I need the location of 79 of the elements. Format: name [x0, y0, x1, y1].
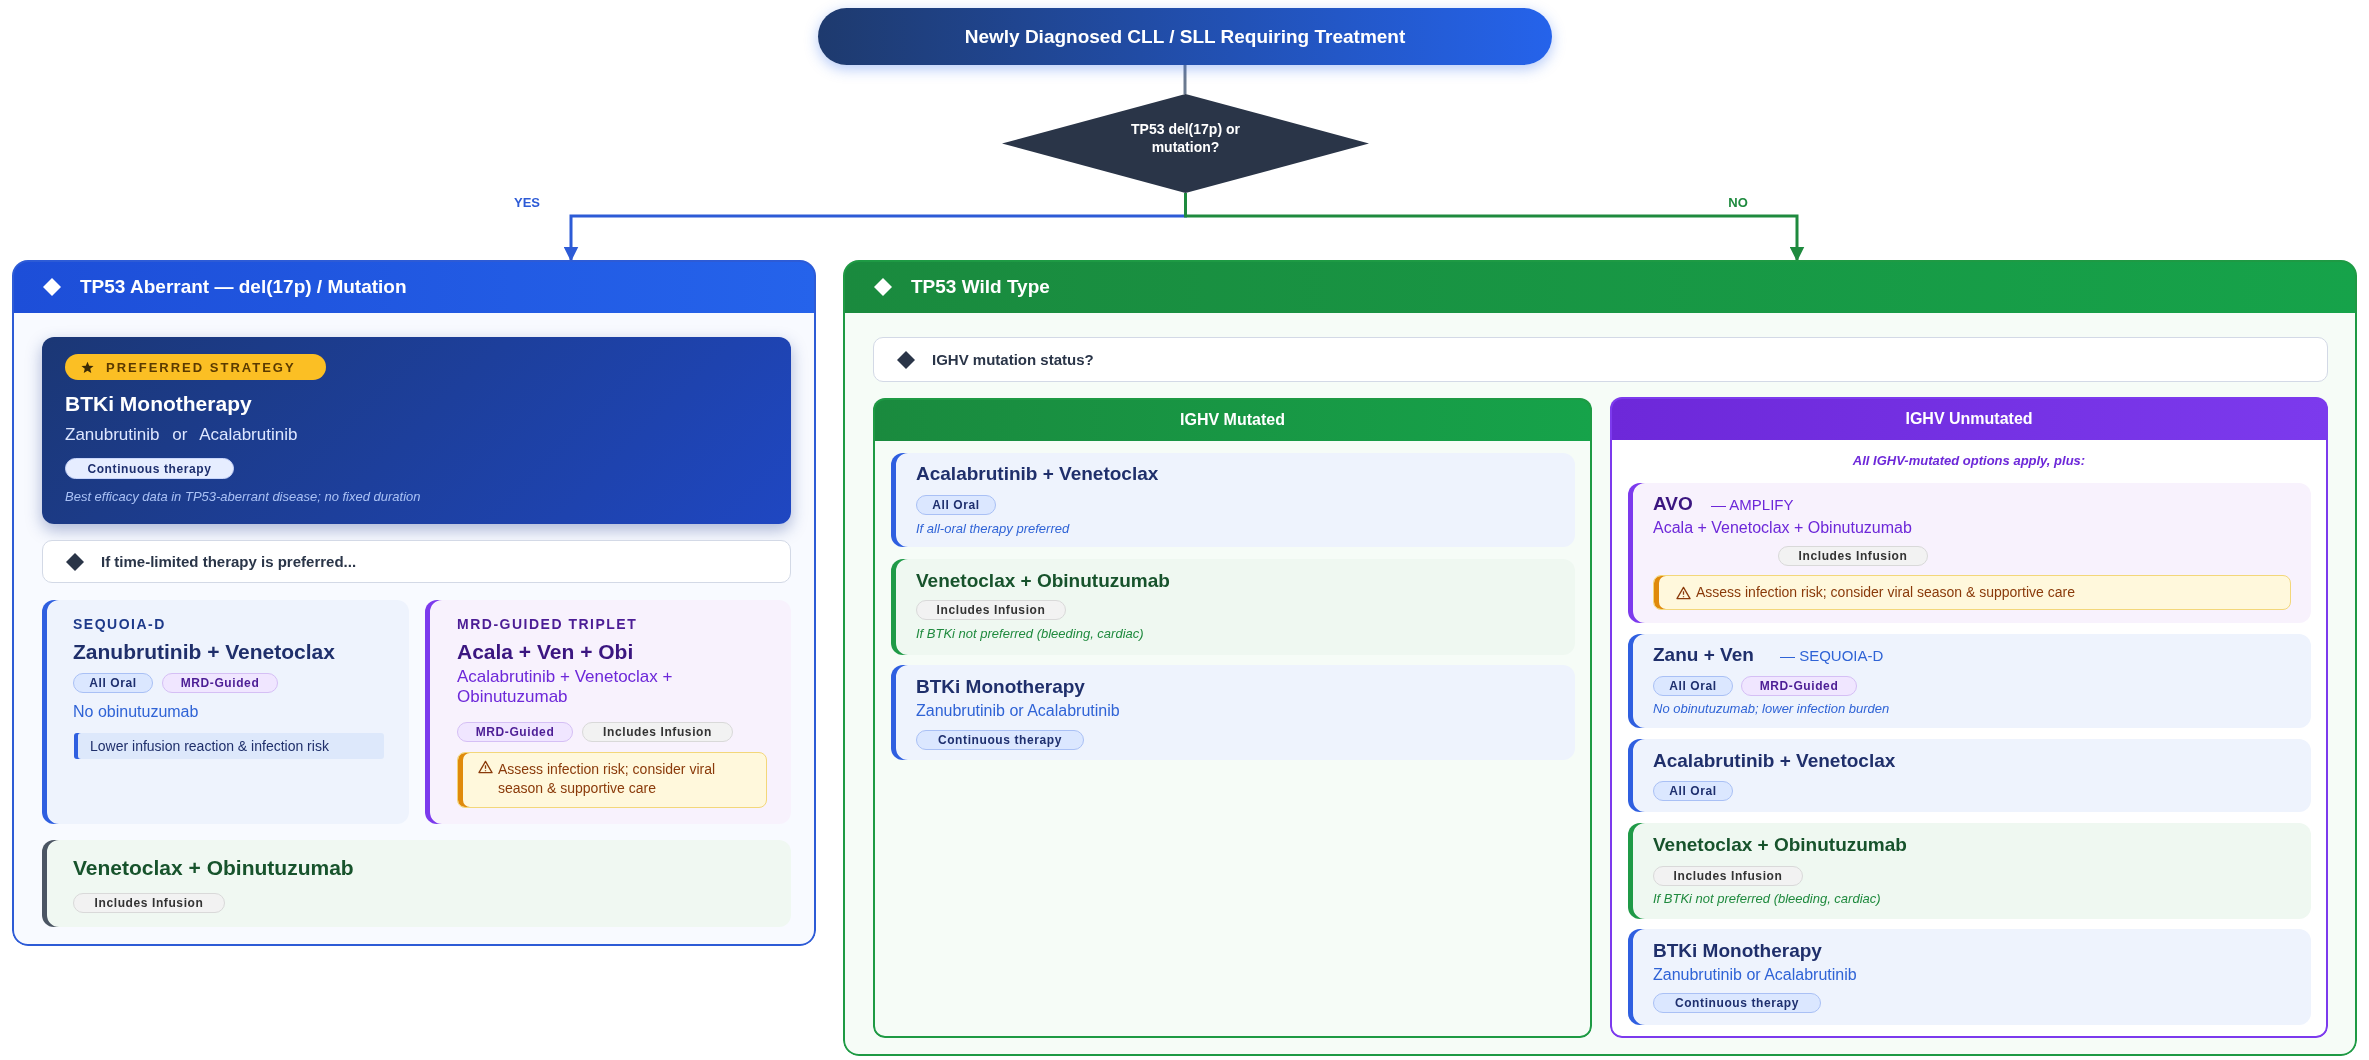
- header-text: TP53 Aberrant — del(17p) / Mutation: [80, 274, 407, 299]
- header-text: IGHV Mutated: [1179, 409, 1286, 430]
- therapy-card: [891, 453, 1575, 547]
- info-note: Lower infusion reaction & infection risk: [74, 733, 384, 759]
- status-tag: Includes Infusion: [916, 600, 1066, 620]
- therapy-title: Venetoclax + Obinutuzumab: [1653, 834, 1907, 857]
- therapy-card: [1628, 823, 2311, 919]
- branch-panel: [843, 260, 2357, 1056]
- therapy-title: BTKi Monotherapy: [1653, 940, 1822, 963]
- therapy-note: Best efficacy data in TP53-aberrant disease; no fixed duration: [65, 489, 421, 505]
- status-tag: Continuous therapy: [65, 458, 234, 479]
- therapy-note: If BTKi not preferred (bleeding, cardiac): [916, 626, 1144, 642]
- therapy-note: No obinutuzumab; lower infection burden: [1653, 701, 1890, 717]
- trial-tag: MRD-GUIDED TRIPLET: [457, 616, 638, 633]
- drug-names: Acalabrutinib + Venetoclax + Obinutuzumab: [457, 667, 674, 708]
- therapy-title: Venetoclax + Obinutuzumab: [73, 855, 354, 881]
- status-tag: All Oral: [73, 673, 153, 693]
- status-tag: MRD-Guided: [162, 673, 278, 693]
- therapy-title: Acala + Ven + Obi: [457, 639, 634, 665]
- therapy-title: Acalabrutinib + Venetoclax: [1653, 750, 1896, 773]
- therapy-card: [1628, 634, 2311, 728]
- trial-name: — AMPLIFY: [1711, 496, 1794, 514]
- question-bar: [42, 540, 791, 583]
- status-tag: MRD-Guided: [457, 722, 573, 742]
- therapy-title: BTKi Monotherapy: [916, 676, 1085, 699]
- therapy-card: [42, 840, 791, 927]
- therapy-card: [425, 600, 791, 824]
- status-tag: Continuous therapy: [1653, 993, 1821, 1013]
- therapy-title: Zanu + Ven: [1653, 644, 1754, 667]
- therapy-note: If all-oral therapy preferred: [916, 521, 1070, 537]
- therapy-title: BTKi Monotherapy: [65, 391, 252, 417]
- preferred-badge: [65, 354, 326, 380]
- drug-names: Zanubrutinib or Acalabrutinib: [1653, 965, 1857, 985]
- decision-text: TP53 del(17p) or mutation?: [1130, 120, 1241, 157]
- warning-text: Assess infection risk; consider viral season & supportive care: [498, 760, 717, 798]
- therapy-card: [1628, 483, 2311, 623]
- therapy-title: Zanubrutinib + Venetoclax: [73, 639, 335, 665]
- therapy-note: If BTKi not preferred (bleeding, cardiac): [1653, 891, 1881, 907]
- header-text: IGHV Unmutated: [1904, 408, 2034, 429]
- connector-arrow: [1184, 193, 1805, 262]
- trial-name: — SEQUOIA-D: [1780, 647, 1884, 665]
- status-tag: Includes Infusion: [582, 722, 733, 742]
- therapy-title: Acalabrutinib + Venetoclax: [916, 463, 1159, 486]
- therapy-card: [891, 559, 1575, 655]
- drug-names: Zanubrutinib or Acalabrutinib: [916, 701, 1120, 721]
- therapy-card: [42, 600, 409, 824]
- trial-tag: SEQUOIA-D: [73, 616, 166, 633]
- status-tag: Includes Infusion: [1778, 546, 1928, 566]
- header-text: TP53 Wild Type: [911, 274, 1050, 299]
- start-box: Newly Diagnosed CLL / SLL Requiring Treatment: [818, 8, 1552, 65]
- drug-names: Acala + Venetoclax + Obinutuzumab: [1653, 518, 1912, 538]
- status-tag: Continuous therapy: [916, 730, 1084, 750]
- status-tag: All Oral: [1653, 781, 1733, 801]
- question-text: IGHV mutation status?: [932, 351, 1094, 368]
- status-tag: All Oral: [916, 495, 996, 515]
- branch-panel: [12, 260, 816, 946]
- therapy-card: [1628, 929, 2311, 1025]
- warning-note: [457, 752, 767, 808]
- question-bar: [873, 337, 2328, 382]
- therapy-card: [1628, 739, 2311, 812]
- column-note: All IGHV-mutated options apply, plus:: [1851, 453, 2087, 468]
- status-tag: All Oral: [1653, 676, 1733, 696]
- connector-line: [1183, 65, 1187, 94]
- therapy-title: Venetoclax + Obinutuzumab: [916, 570, 1170, 593]
- preferred-card: [42, 337, 791, 524]
- status-tag: MRD-Guided: [1741, 676, 1857, 696]
- column-panel: [1610, 397, 2328, 1038]
- status-tag: Includes Infusion: [1653, 866, 1803, 886]
- decision-diamond: [1002, 94, 1369, 193]
- drug-names: Zanubrutinib or Acalabrutinib: [65, 425, 298, 446]
- therapy-title: AVO: [1653, 493, 1693, 516]
- question-text: If time-limited therapy is preferred...: [101, 553, 357, 570]
- badge-text: PREFERRED STRATEGY: [106, 359, 296, 375]
- drug-names: No obinutuzumab: [73, 702, 199, 722]
- column-panel: [873, 398, 1592, 1038]
- therapy-card: [891, 665, 1575, 760]
- warning-text: Assess infection risk; consider viral season & supportive care: [1696, 583, 2075, 602]
- status-tag: Includes Infusion: [73, 893, 225, 913]
- warning-note: [1653, 575, 2291, 610]
